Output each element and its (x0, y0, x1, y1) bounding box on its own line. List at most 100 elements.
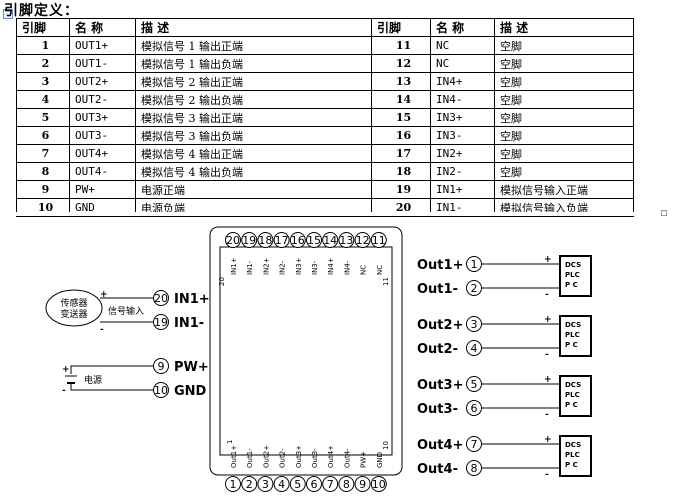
table-cutoff (14, 212, 644, 216)
top-pin-label: IN1+ (230, 257, 238, 275)
top-pin-label: NC (376, 265, 384, 275)
module-outline (209, 226, 403, 476)
output-neg-pin-circle (466, 280, 482, 296)
top-pin-number: 15 (307, 234, 321, 247)
pin-name-cell: IN1+ (430, 180, 495, 199)
top-pin-label: IN3+ (295, 257, 303, 275)
top-pin-circle (225, 232, 241, 248)
bottom-pin-circle (306, 476, 322, 492)
module-inner-outline (219, 246, 393, 456)
input-label: IN1- (174, 316, 204, 331)
pin-name-cell: PW+ (69, 180, 136, 199)
anchor-icon (3, 9, 13, 19)
input-label: IN1+ (174, 292, 210, 307)
dcs-plc-pc-box (559, 375, 592, 417)
bottom-pin-number: 6 (311, 478, 318, 491)
bottom-pin-label: GND (376, 452, 384, 468)
output-pos-label: Out3+ (417, 378, 463, 393)
page-heading: 引脚定义： (4, 3, 79, 19)
top-pin-circle (241, 232, 258, 248)
top-pin-circle (370, 232, 387, 248)
dcs-plc-pc-box (559, 315, 592, 357)
top-pin-number: 20 (226, 234, 240, 247)
output-pos-pin-number: 7 (471, 438, 478, 451)
corner-label-top-right: 11 (382, 277, 390, 286)
power-pin-number: 10 (154, 384, 168, 397)
dcs-box-text: PLC (565, 451, 580, 459)
output-minus-sign: - (545, 410, 549, 420)
top-pin-circle (289, 232, 306, 248)
output-plus-sign: + (544, 255, 552, 265)
dcs-box-text: PLC (565, 391, 580, 399)
output-neg-label: Out3- (417, 402, 458, 417)
power-plus: + (62, 365, 70, 375)
pin-description-cell: 空脚 (494, 90, 634, 109)
power-minus: - (62, 386, 66, 396)
top-pin-circle (306, 232, 322, 248)
signal-input-label: 信号输入 (108, 305, 144, 317)
output-pos-label: Out4+ (417, 438, 463, 453)
input-pin-circle (153, 314, 169, 330)
output-neg-label: Out2- (417, 342, 458, 357)
output-minus-sign: - (545, 350, 549, 360)
dcs-plc-pc-box (559, 435, 592, 477)
bottom-pin-label: Out4- (343, 448, 351, 468)
bottom-pin-label: Out1+ (230, 445, 238, 468)
corner-label-top-left: 20 (218, 277, 226, 286)
dcs-box-text: P C (565, 341, 578, 349)
output-neg-pin-circle (466, 340, 482, 356)
dcs-box-text: PLC (565, 331, 580, 339)
top-pin-label: IN4- (343, 260, 351, 275)
bottom-pin-label: Out2+ (262, 445, 270, 468)
top-pin-circle (338, 232, 355, 248)
table-end-marker-icon (661, 210, 667, 216)
bottom-pin-circle (289, 476, 306, 492)
output-minus-sign: - (545, 290, 549, 300)
bottom-pin-circle (370, 476, 387, 492)
output-plus-sign: + (544, 375, 552, 385)
bottom-pin-circle (257, 476, 274, 492)
bottom-pin-number: 3 (262, 478, 269, 491)
top-pin-number: 13 (339, 234, 353, 247)
output-neg-pin-circle (466, 460, 482, 476)
output-pos-pin-number: 5 (471, 378, 478, 391)
sensor-plus: + (100, 290, 108, 300)
top-pin-number: 14 (323, 234, 337, 247)
top-pin-circle (322, 232, 339, 248)
bottom-pin-number: 7 (327, 478, 334, 491)
bottom-pin-label: Out1- (246, 448, 254, 468)
top-pin-label: NC (360, 265, 368, 275)
pin-description-cell: 模拟信号 4 输出正端 (135, 144, 372, 163)
output-plus-sign: + (544, 435, 552, 445)
top-pin-number: 17 (275, 234, 289, 247)
pin-name-cell: OUT1- (69, 54, 136, 73)
dcs-box-text: DCS (565, 321, 581, 329)
dcs-box-text: DCS (565, 441, 581, 449)
bottom-pin-circle (225, 476, 241, 492)
top-pin-label: IN4+ (327, 257, 335, 275)
bottom-pin-circle (354, 476, 371, 492)
output-pos-pin-number: 1 (471, 258, 478, 271)
sensor-label-line1: 传感器 (60, 297, 87, 309)
power-pin-circle (153, 382, 169, 398)
output-neg-pin-number: 8 (471, 462, 478, 475)
sensor-minus: - (100, 325, 104, 335)
pin-name-cell: IN3- (430, 126, 495, 145)
output-plus-sign: + (544, 315, 552, 325)
top-pin-label: IN2- (279, 260, 287, 275)
top-pin-number: 16 (291, 234, 305, 247)
top-pin-number: 19 (242, 234, 256, 247)
bottom-pin-label: Out2- (279, 448, 287, 468)
output-neg-pin-circle (466, 400, 482, 416)
bottom-pin-circle (322, 476, 339, 492)
pin-name-cell: NC (430, 54, 495, 73)
